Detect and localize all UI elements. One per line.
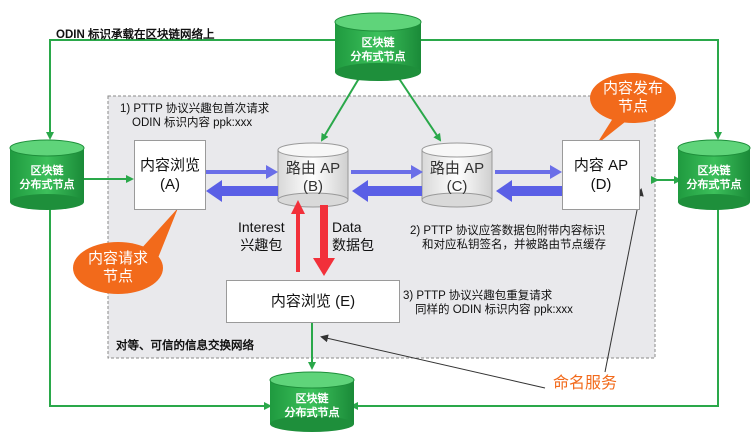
blockchain-node-top bbox=[334, 12, 422, 81]
blockchain-node-top-label: 区块链分布式节点 bbox=[350, 37, 406, 63]
router-b-shape bbox=[277, 142, 349, 208]
requester-callout bbox=[73, 208, 178, 294]
blockchain-node-right bbox=[677, 139, 751, 210]
step1-note: 1) PTTP 协议兴趣包首次请求 ODIN 标识内容 ppk:xxx bbox=[120, 103, 270, 129]
publisher-callout-text: 内容发布节点 bbox=[602, 80, 663, 115]
browse-e-node: 内容浏览 (E) bbox=[226, 280, 400, 323]
router-b-label: 路由 AP(B) bbox=[285, 160, 341, 195]
blockchain-node-bottom bbox=[269, 371, 355, 432]
response-arrows bbox=[206, 180, 562, 202]
blockchain-node-bottom-label: 区块链分布式节点 bbox=[284, 393, 340, 419]
blockchain-node-right-label: 区块链分布式节点 bbox=[686, 165, 742, 191]
requester-callout-text: 内容请求节点 bbox=[87, 250, 148, 285]
data-arrow bbox=[313, 205, 335, 276]
header-note: ODIN 标识承载在区块链网络上 bbox=[56, 29, 215, 41]
interest-arrow bbox=[291, 200, 305, 272]
naming-service-label: 命名服务 bbox=[553, 375, 618, 392]
step2-note: 2) PTTP 协议应答数据包附带内容标识 和对应私钥签名，并被路由节点缓存 bbox=[410, 225, 606, 251]
blockchain-node-left-label: 区块链分布式节点 bbox=[19, 165, 75, 191]
browse-a-node: 内容浏览(A) bbox=[134, 140, 206, 210]
publisher-callout bbox=[590, 73, 676, 145]
router-c-shape bbox=[421, 142, 493, 208]
naming-service-lines bbox=[320, 188, 644, 389]
network-caption: 对等、可信的信息交换网络 bbox=[116, 340, 254, 352]
blockchain-loop bbox=[46, 36, 722, 410]
blockchain-node-left bbox=[9, 139, 85, 210]
step3-note: 3) PTTP 协议兴趣包重复请求 同样的 ODIN 标识内容 ppk:xxx bbox=[403, 290, 573, 316]
router-c-label: 路由 AP(C) bbox=[429, 160, 485, 195]
content-ap-d-node: 内容 AP(D) bbox=[562, 140, 640, 210]
request-arrows bbox=[206, 165, 562, 179]
